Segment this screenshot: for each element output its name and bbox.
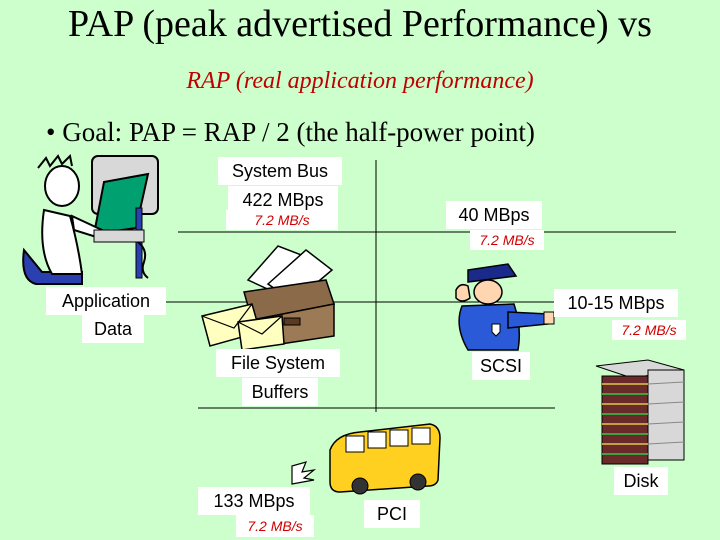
system-bus-real-rate: 7.2 MB/s bbox=[226, 210, 338, 230]
file-system-label-line2: Buffers bbox=[242, 378, 318, 406]
bullet-dot: • bbox=[46, 117, 63, 147]
pci-real-rate: 7.2 MB/s bbox=[236, 515, 314, 537]
slide-title: PAP (peak advertised Performance) vs bbox=[68, 3, 652, 45]
goal-text: Goal: PAP = RAP / 2 (the half-power poin… bbox=[62, 117, 535, 147]
system-bus-label: System Bus bbox=[218, 157, 342, 185]
school-bus-icon bbox=[291, 423, 441, 495]
bus-40-real-rate: 7.2 MB/s bbox=[470, 230, 544, 250]
file-box-icon bbox=[243, 245, 335, 349]
scsi-real-rate: 7.2 MB/s bbox=[612, 320, 686, 340]
scsi-label: SCSI bbox=[472, 352, 530, 380]
bus-40-rate: 40 MBps bbox=[446, 201, 542, 229]
pci-rate: 133 MBps bbox=[198, 487, 310, 515]
police-officer-icon bbox=[455, 263, 555, 351]
disk-label: Disk bbox=[614, 467, 668, 495]
pci-label: PCI bbox=[364, 500, 420, 528]
application-data-label-line1: Application bbox=[46, 287, 166, 315]
envelope-icon bbox=[201, 303, 285, 351]
application-data-label-line2: Data bbox=[82, 315, 144, 343]
slide-subtitle: RAP (real application performance) bbox=[186, 68, 534, 94]
file-system-label-line1: File System bbox=[216, 349, 340, 377]
scsi-rate: 10-15 MBps bbox=[554, 289, 678, 317]
person-at-computer-icon bbox=[22, 153, 159, 285]
disk-stack-icon bbox=[595, 359, 685, 465]
goal-bullet: • Goal: PAP = RAP / 2 (the half-power po… bbox=[46, 117, 535, 148]
system-bus-rate: 422 MBps bbox=[228, 186, 338, 214]
